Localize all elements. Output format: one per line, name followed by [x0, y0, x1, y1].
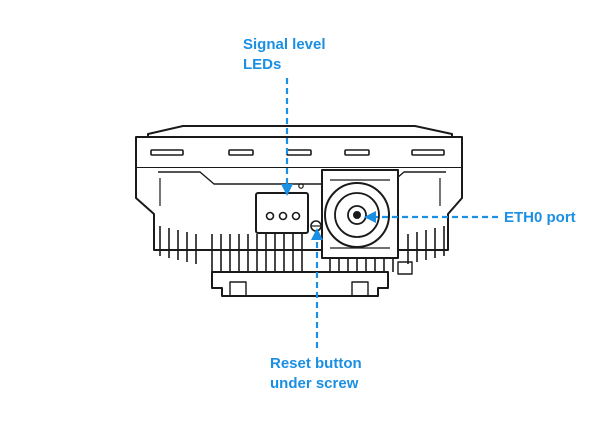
- device-housing: [135, 125, 463, 297]
- eth0-port-housing: [321, 169, 399, 259]
- signal-led-2: [278, 211, 288, 221]
- heat-sink-fins: [159, 226, 445, 272]
- eth0-port-label-text: ETH0 port: [504, 209, 576, 226]
- signal-led-3: [291, 211, 301, 221]
- signal-led-1: [265, 211, 275, 221]
- signal-level-leds-label: Signal level LEDs: [243, 35, 326, 75]
- signal-level-leds-label-line2: LEDs: [243, 56, 282, 73]
- eth0-arrowhead: [364, 211, 376, 223]
- reset-button-label: Reset button under screw: [270, 354, 362, 394]
- reset-arrowhead: [311, 228, 323, 240]
- callout-leaders: [281, 78, 498, 348]
- signal-led-panel: [255, 183, 309, 234]
- signal-level-leds-label-line1: Signal level: [243, 36, 326, 53]
- eth0-port-label: ETH0 port: [504, 208, 576, 228]
- reset-button-label-line1: Reset button: [270, 355, 362, 372]
- reset-button-label-line2: under screw: [270, 375, 359, 392]
- signal-leds-arrowhead: [281, 184, 293, 196]
